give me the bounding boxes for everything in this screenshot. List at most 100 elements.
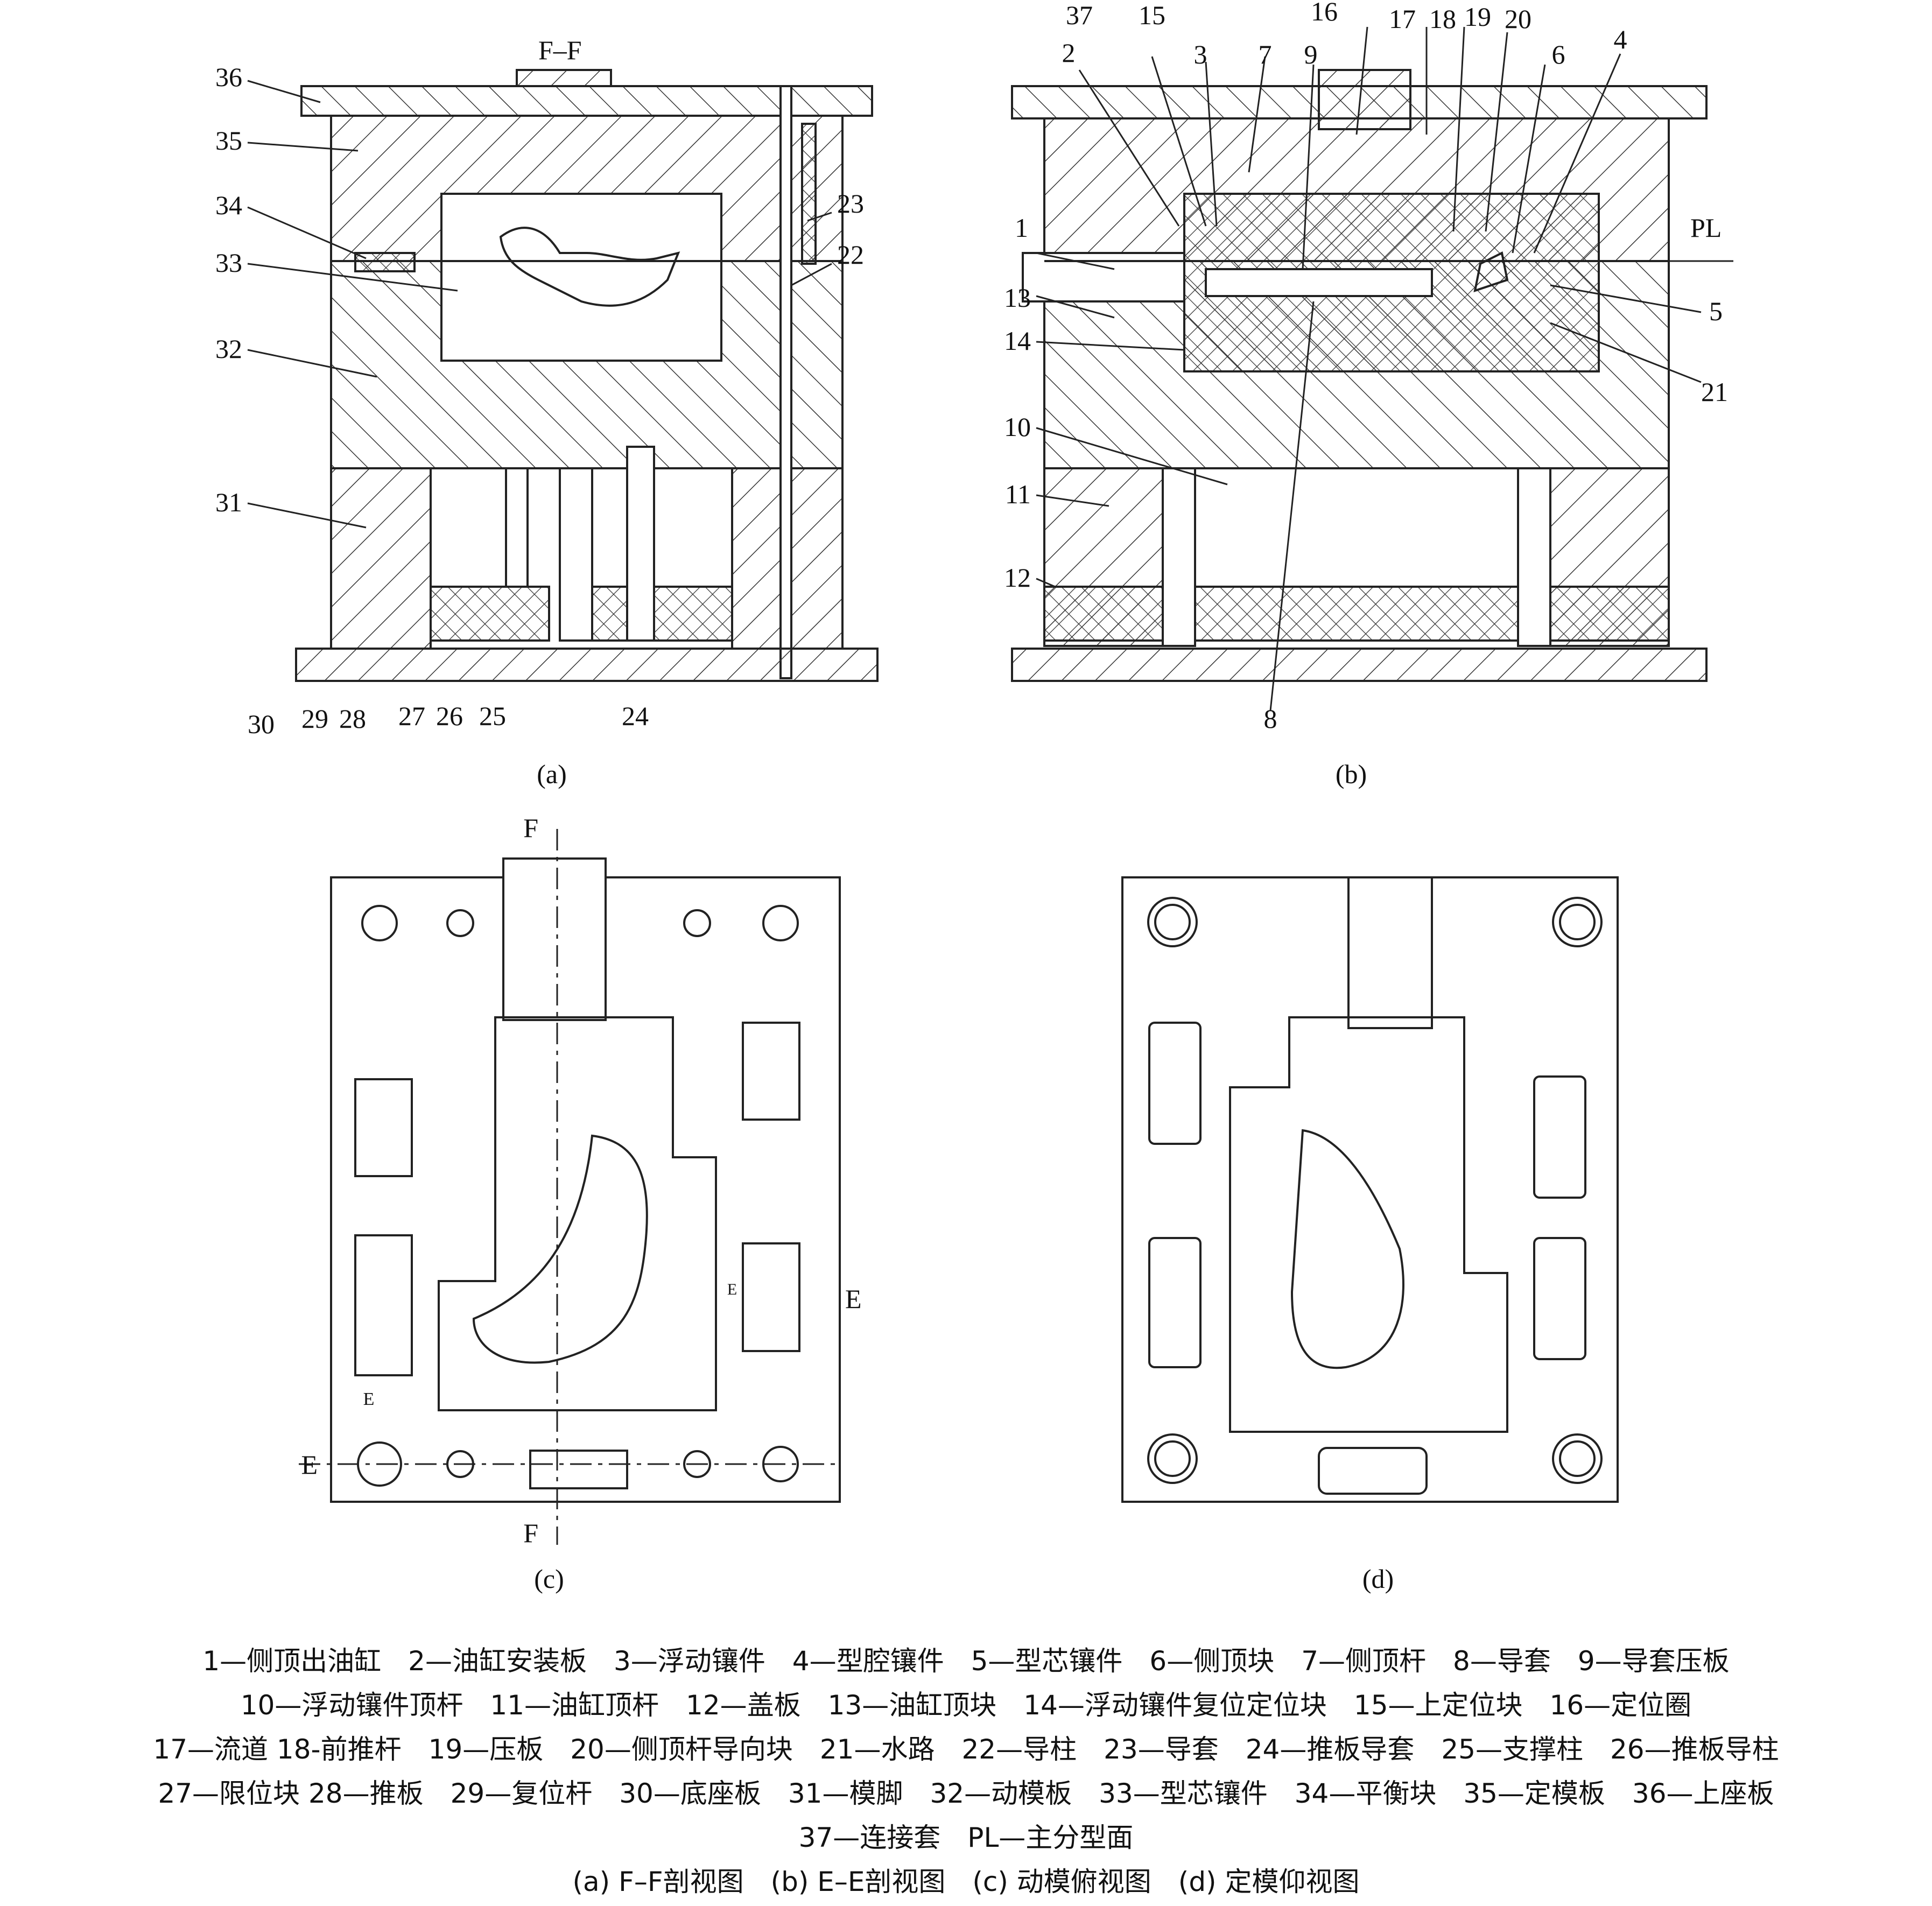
part-number: 8 bbox=[1264, 704, 1277, 734]
guide-hole-d1 bbox=[1147, 897, 1198, 947]
part-number: 30 bbox=[248, 709, 275, 739]
view-a-section bbox=[247, 69, 879, 682]
runner-block-c bbox=[502, 857, 607, 1021]
part-number: 15 bbox=[1139, 0, 1165, 30]
part-number: 3 bbox=[1194, 39, 1207, 69]
part-number: 16 bbox=[1311, 0, 1338, 26]
support-pillar-25 bbox=[559, 467, 593, 642]
part-number: 9 bbox=[1304, 39, 1318, 69]
part-number: 18 bbox=[1429, 4, 1456, 34]
section-title-a: F–F bbox=[538, 35, 582, 65]
part-number: 31 bbox=[215, 487, 242, 517]
part-number: 32 bbox=[215, 334, 242, 364]
guide-bush-23 bbox=[801, 123, 817, 265]
bolt-hole-c2 bbox=[446, 909, 474, 937]
part-number: 6 bbox=[1552, 39, 1565, 69]
cover-plate-12 bbox=[1043, 586, 1670, 642]
section-mark: E bbox=[845, 1284, 862, 1314]
section-mark: E bbox=[363, 1389, 375, 1409]
part-number: 19 bbox=[1464, 2, 1491, 32]
part-number: 35 bbox=[215, 125, 242, 156]
guide-hole-d4 bbox=[1552, 1433, 1603, 1484]
part-number: 25 bbox=[479, 701, 506, 731]
part-number: 10 bbox=[1004, 412, 1031, 442]
guide-post-22 bbox=[779, 85, 792, 679]
pillar-b-left bbox=[1162, 467, 1196, 647]
legend-line: 27—限位块 28—推板 29—复位杆 30—底座板 31—模脚 32—动模板 … bbox=[158, 1778, 1774, 1809]
part-number: 22 bbox=[837, 240, 864, 270]
figure-caption: (a) F–F剖视图 (b) E–E剖视图 (c) 动模俯视图 (d) 定模仰视… bbox=[572, 1866, 1360, 1897]
insert-outline-d bbox=[1229, 1016, 1508, 1433]
caption-d: (d) bbox=[1362, 1564, 1394, 1594]
bottom-plate-30 bbox=[295, 648, 879, 682]
part-number: 13 bbox=[1004, 283, 1031, 313]
part-number: PL bbox=[1690, 213, 1722, 243]
locating-ring-a bbox=[516, 69, 612, 87]
section-mark: F bbox=[523, 813, 538, 843]
part-number: 5 bbox=[1709, 296, 1723, 326]
part-number: 21 bbox=[1701, 377, 1728, 407]
caption-b: (b) bbox=[1336, 759, 1367, 789]
guide-hole-d3 bbox=[1147, 1433, 1198, 1484]
bolt-hole-c3 bbox=[683, 909, 711, 937]
part-number: 14 bbox=[1004, 326, 1031, 356]
legend-line: 17—流道 18-前推杆 19—压板 20—侧顶杆导向块 21—水路 22—导柱… bbox=[153, 1734, 1779, 1765]
part-number: 26 bbox=[436, 701, 463, 731]
part-number: 20 bbox=[1505, 4, 1531, 34]
bolt-hole-c1 bbox=[361, 905, 398, 941]
insert-outline-c bbox=[438, 1016, 717, 1411]
bolt-hole-c8 bbox=[762, 1446, 799, 1482]
pocket-d4 bbox=[1533, 1237, 1586, 1360]
caption-a: (a) bbox=[537, 759, 567, 789]
part-number: 29 bbox=[301, 704, 328, 734]
pocket-d2 bbox=[1148, 1237, 1202, 1368]
pocket-d3 bbox=[1533, 1075, 1586, 1199]
part-number: 12 bbox=[1004, 562, 1031, 593]
part-number: 33 bbox=[215, 248, 242, 278]
pillar-b-right bbox=[1517, 467, 1551, 647]
part-number: 34 bbox=[215, 190, 242, 220]
part-number: 24 bbox=[622, 701, 649, 731]
bottom-plate-b bbox=[1011, 648, 1708, 682]
pocket-d5 bbox=[1318, 1447, 1428, 1495]
legend: 1—侧顶出油缸 2—油缸安装板 3—浮动镶件 4—型腔镶件 5—型芯镶件 6—侧… bbox=[0, 1639, 1932, 1904]
ejector-group-c4 bbox=[742, 1242, 800, 1352]
ejector-group-c2 bbox=[354, 1234, 413, 1376]
guide-pin-26 bbox=[505, 467, 529, 588]
side-ejector-pin-7 bbox=[1205, 268, 1433, 297]
part-number: 2 bbox=[1062, 38, 1076, 68]
view-c-plan bbox=[299, 829, 841, 1545]
bottom-group-c bbox=[529, 1450, 628, 1489]
part-outline-d bbox=[1290, 1129, 1404, 1369]
caption-c: (c) bbox=[534, 1564, 564, 1594]
side-block-6 bbox=[1473, 251, 1509, 292]
part-number: 36 bbox=[215, 62, 242, 92]
ejector-plate-right-28 bbox=[591, 586, 733, 642]
section-mark: E bbox=[301, 1450, 318, 1480]
part-number: 23 bbox=[837, 188, 864, 219]
view-d-plan bbox=[1121, 876, 1619, 1503]
part-number: 37 bbox=[1066, 0, 1093, 30]
part-number: 27 bbox=[398, 701, 425, 731]
part-number: 7 bbox=[1259, 39, 1272, 69]
top-clamp-plate-36 bbox=[300, 85, 873, 117]
view-b-section bbox=[1011, 26, 1733, 711]
section-mark: F bbox=[523, 1518, 538, 1548]
bolt-hole-c7 bbox=[683, 1450, 711, 1478]
part-profile-a bbox=[499, 227, 680, 307]
guide-hole-d2 bbox=[1552, 897, 1603, 947]
ejector-plate-left-28 bbox=[430, 586, 550, 642]
mold-drawing: F–F 36 35 34 33 32 31 30 29 28 27 26 25 … bbox=[215, 0, 1733, 1594]
legend-line: 1—侧顶出油缸 2—油缸安装板 3—浮动镶件 4—型腔镶件 5—型芯镶件 6—侧… bbox=[202, 1645, 1730, 1677]
section-mark: E bbox=[727, 1281, 737, 1298]
part-number: 1 bbox=[1015, 213, 1028, 243]
part-number: 4 bbox=[1614, 24, 1627, 54]
part-number: 28 bbox=[339, 704, 366, 734]
ejector-group-c1 bbox=[354, 1078, 413, 1177]
labels-view-b: 37 15 16 17 18 19 20 2 3 7 9 6 4 1 PL 13… bbox=[1004, 0, 1728, 734]
legend-line: 10—浮动镶件顶杆 11—油缸顶杆 12—盖板 13—油缸顶块 14—浮动镶件复… bbox=[240, 1690, 1692, 1721]
pocket-d1 bbox=[1148, 1022, 1202, 1145]
legend-line: 37—连接套 PL—主分型面 bbox=[798, 1822, 1134, 1853]
part-number: 11 bbox=[1005, 479, 1031, 509]
labels-view-a: F–F 36 35 34 33 32 31 30 29 28 27 26 25 … bbox=[215, 35, 864, 739]
